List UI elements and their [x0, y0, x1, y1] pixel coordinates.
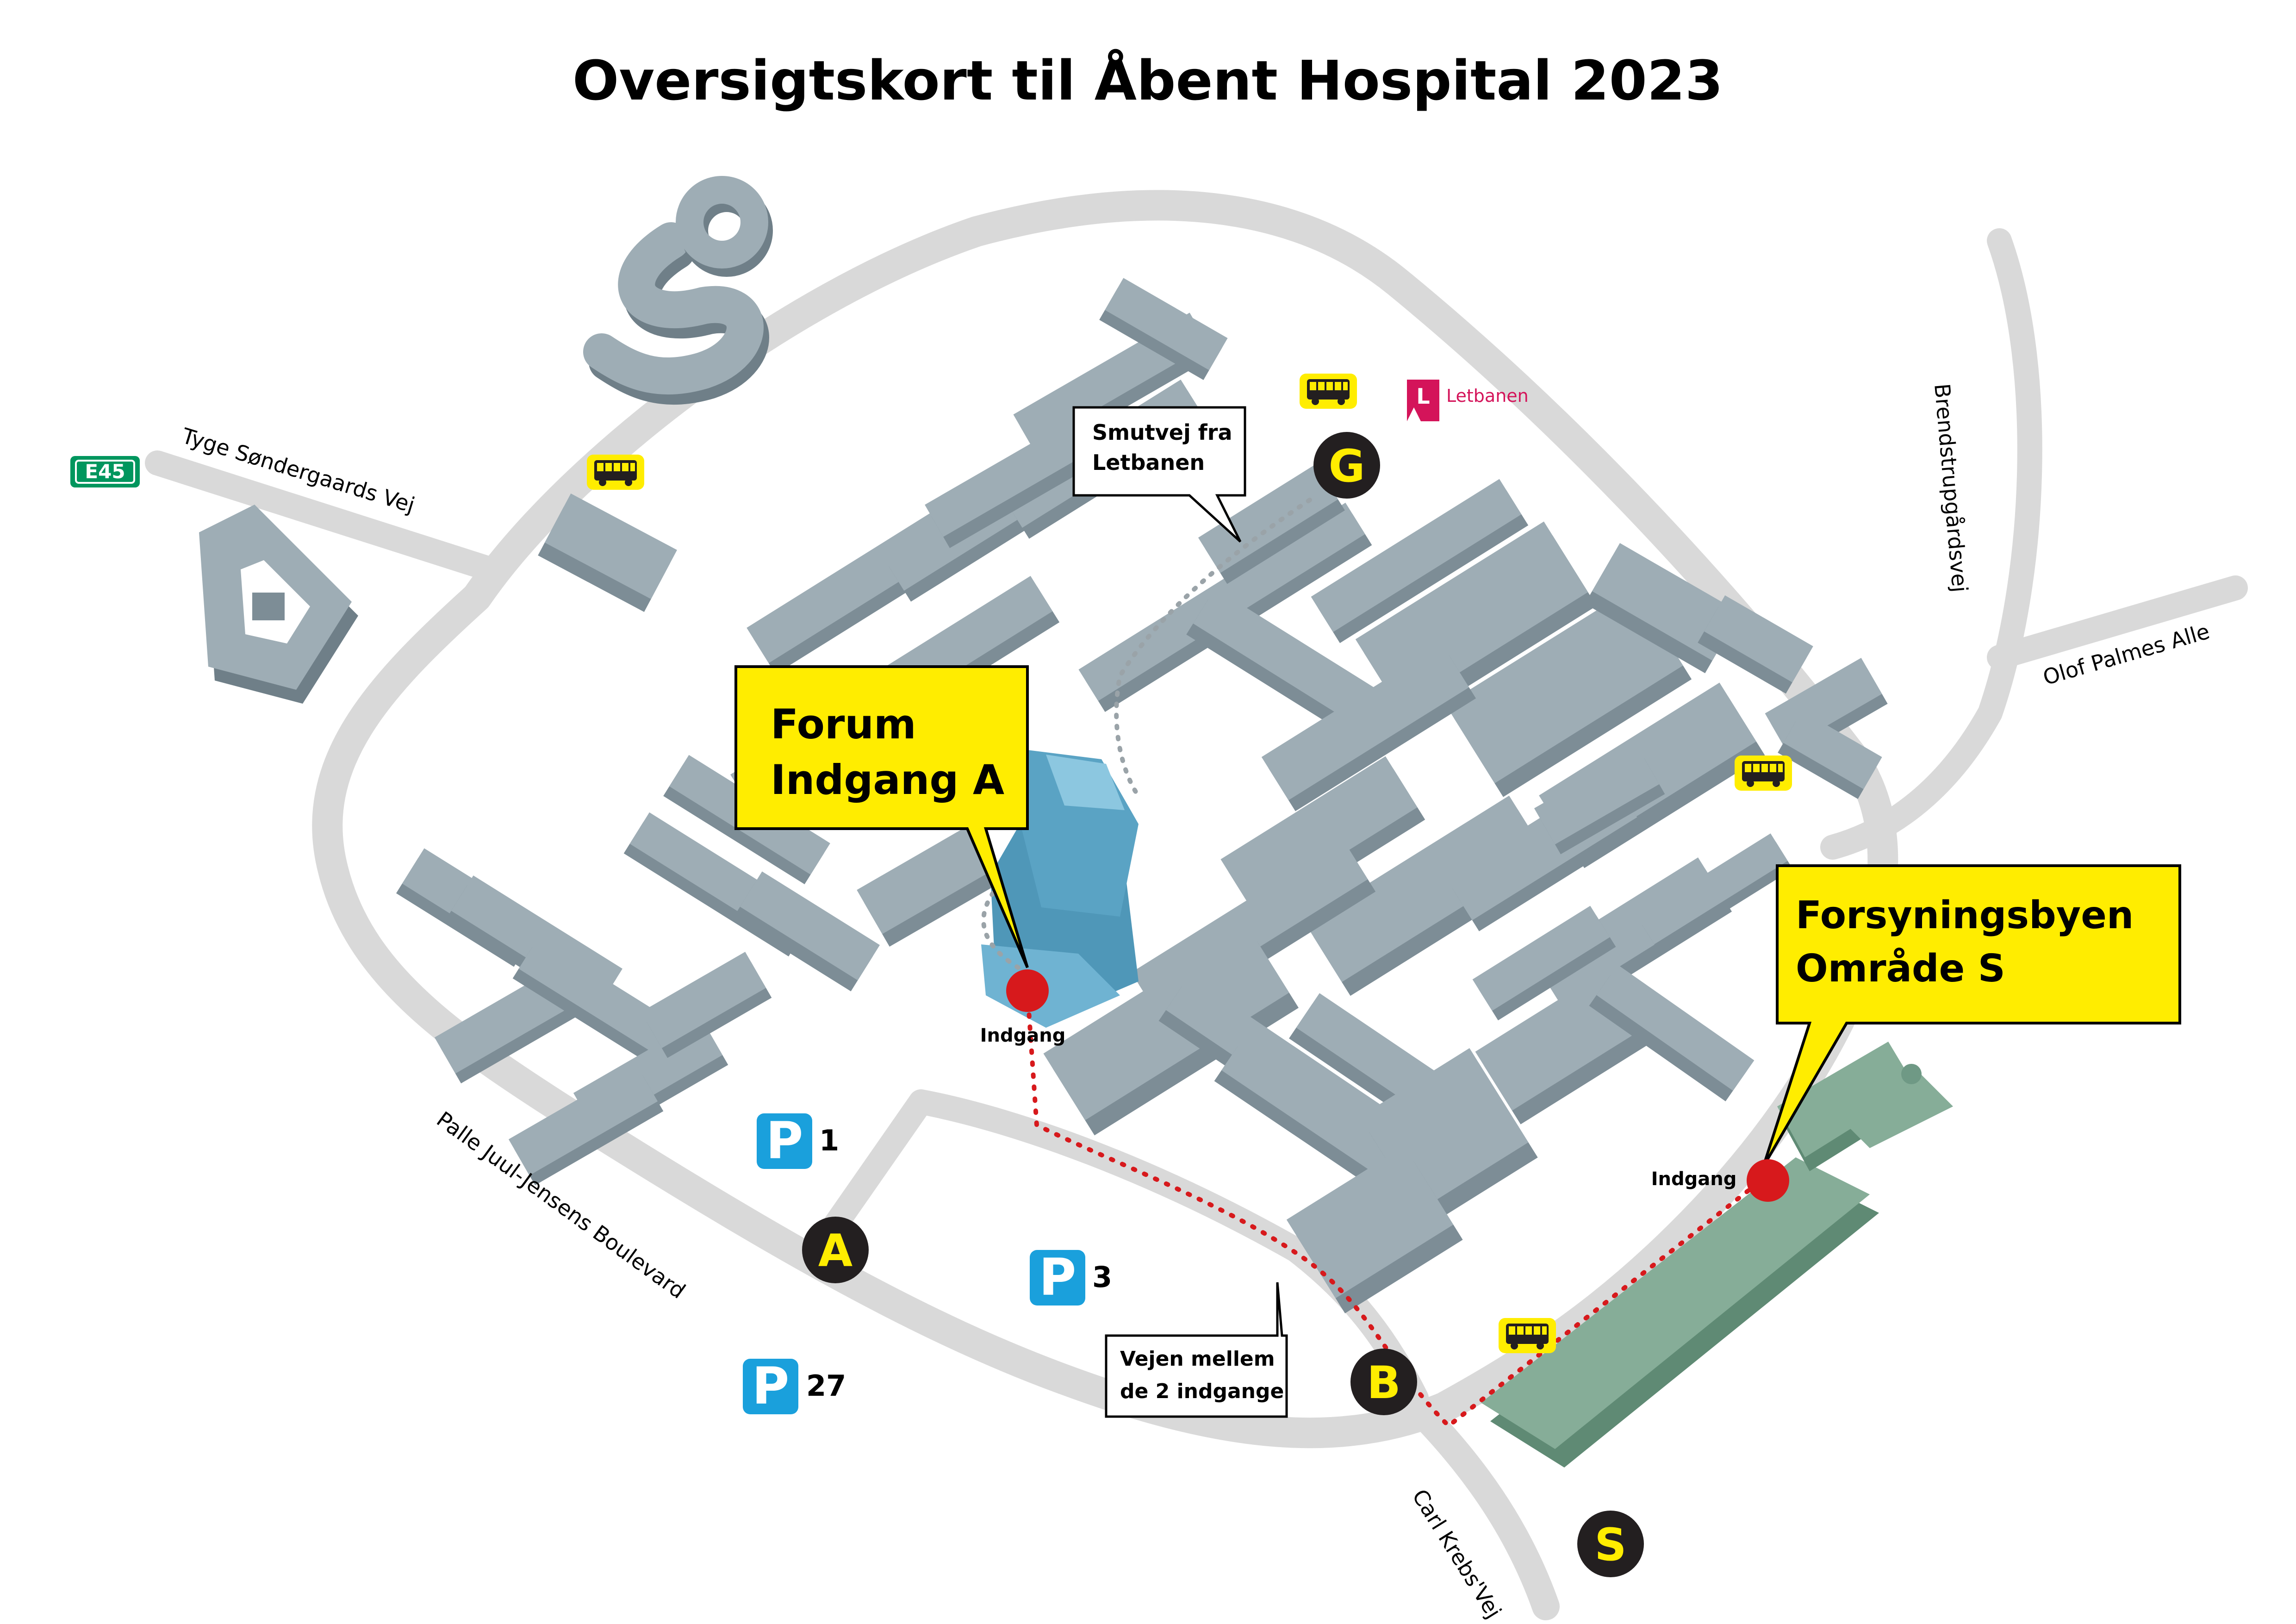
callout-forum-indgang-a: Forum Indgang A: [734, 665, 1029, 968]
entrance-a[interactable]: Indgang: [980, 969, 1066, 1046]
svg-text:Indgang A: Indgang A: [771, 756, 1004, 804]
campus-building: [1589, 964, 1755, 1101]
campus-building: [641, 952, 772, 1058]
svg-text:L: L: [1416, 384, 1430, 409]
campus-building: [1778, 711, 1882, 799]
s-shaped-building: [583, 176, 773, 405]
svg-text:P: P: [1039, 1248, 1076, 1307]
note-vejen-mellem: Vejen mellem de 2 indgange: [1105, 1282, 1288, 1418]
campus-building: [508, 1065, 664, 1186]
marker-g[interactable]: G: [1313, 432, 1380, 499]
shortcut-from-letbanen: [981, 498, 1312, 970]
svg-text:27: 27: [806, 1369, 846, 1403]
bus-icon: [1499, 1318, 1556, 1353]
shield-building: [199, 505, 358, 704]
svg-text:S: S: [1594, 1519, 1626, 1571]
svg-text:G: G: [1329, 440, 1365, 492]
letbanen-label: Letbanen: [1446, 386, 1529, 406]
campus-building: [1585, 543, 1740, 674]
bus-icon: [1300, 374, 1357, 409]
page-title: Oversigtskort til Åbent Hospital 2023: [572, 49, 1723, 112]
svg-text:A: A: [818, 1225, 852, 1277]
svg-text:de 2 indgange: de 2 indgange: [1120, 1380, 1284, 1403]
note-smutvej: Smutvej fra Letbanen: [1072, 406, 1246, 543]
svg-text:Vejen mellem: Vejen mellem: [1120, 1347, 1275, 1371]
svg-text:P: P: [752, 1356, 790, 1416]
bus-icon: [1735, 756, 1792, 791]
campus-building: [1286, 1146, 1463, 1313]
svg-text:Forum: Forum: [771, 700, 916, 748]
campus-building: [1311, 479, 1529, 643]
parking-1[interactable]: P 1: [757, 1111, 839, 1170]
campus-building: [1472, 906, 1616, 1021]
svg-text:P: P: [766, 1111, 803, 1170]
svg-text:3: 3: [1092, 1260, 1112, 1294]
svg-text:Område S: Område S: [1796, 947, 2005, 991]
campus-building: [1534, 748, 1665, 855]
parking-27[interactable]: P 27: [743, 1356, 846, 1416]
campus-building: [1445, 587, 1692, 797]
campus-building: [733, 871, 880, 992]
callout-forsyningsbyen-omraade-s: Forsyningsbyen Område S: [1762, 864, 2181, 1168]
campus-building: [1099, 278, 1228, 380]
parking-3[interactable]: P 3: [1030, 1248, 1112, 1307]
campus-building: [857, 825, 1002, 947]
bus-icon: [587, 455, 644, 490]
entrance-a-label: Indgang: [980, 1025, 1066, 1046]
marker-s[interactable]: S: [1577, 1511, 1644, 1577]
entrance-s-label: Indgang: [1651, 1168, 1737, 1190]
svg-text:Smutvej fra: Smutvej fra: [1092, 420, 1232, 445]
entrance-s[interactable]: Indgang: [1651, 1159, 1789, 1202]
road-olof-palmes-alle: [1987, 575, 2248, 670]
svg-text:B: B: [1367, 1357, 1400, 1409]
campus-building: [1637, 833, 1793, 953]
svg-text:E45: E45: [85, 460, 125, 483]
campus-building: [925, 407, 1118, 548]
letbanen-logo-icon: L Letbanen: [1407, 380, 1529, 421]
campus-building: [538, 493, 677, 612]
svg-text:Letbanen: Letbanen: [1092, 450, 1205, 475]
road-label-brendstrup: Brendstrupgårdsvej: [1929, 382, 1972, 593]
marker-b[interactable]: B: [1350, 1349, 1417, 1415]
campus-building: [1186, 588, 1380, 738]
road-tyge-soendergaards-vej: [145, 450, 503, 582]
campus-building: [1261, 644, 1476, 812]
supply-buildings: [1481, 1042, 1953, 1468]
campus-building: [1698, 595, 1813, 694]
svg-text:Forsyningsbyen: Forsyningsbyen: [1796, 893, 2134, 937]
e45-road-sign-icon: E45: [70, 456, 140, 487]
svg-text:1: 1: [819, 1124, 839, 1157]
road-carl-krebs-vej: [1398, 1389, 1560, 1620]
marker-a[interactable]: A: [802, 1217, 869, 1283]
